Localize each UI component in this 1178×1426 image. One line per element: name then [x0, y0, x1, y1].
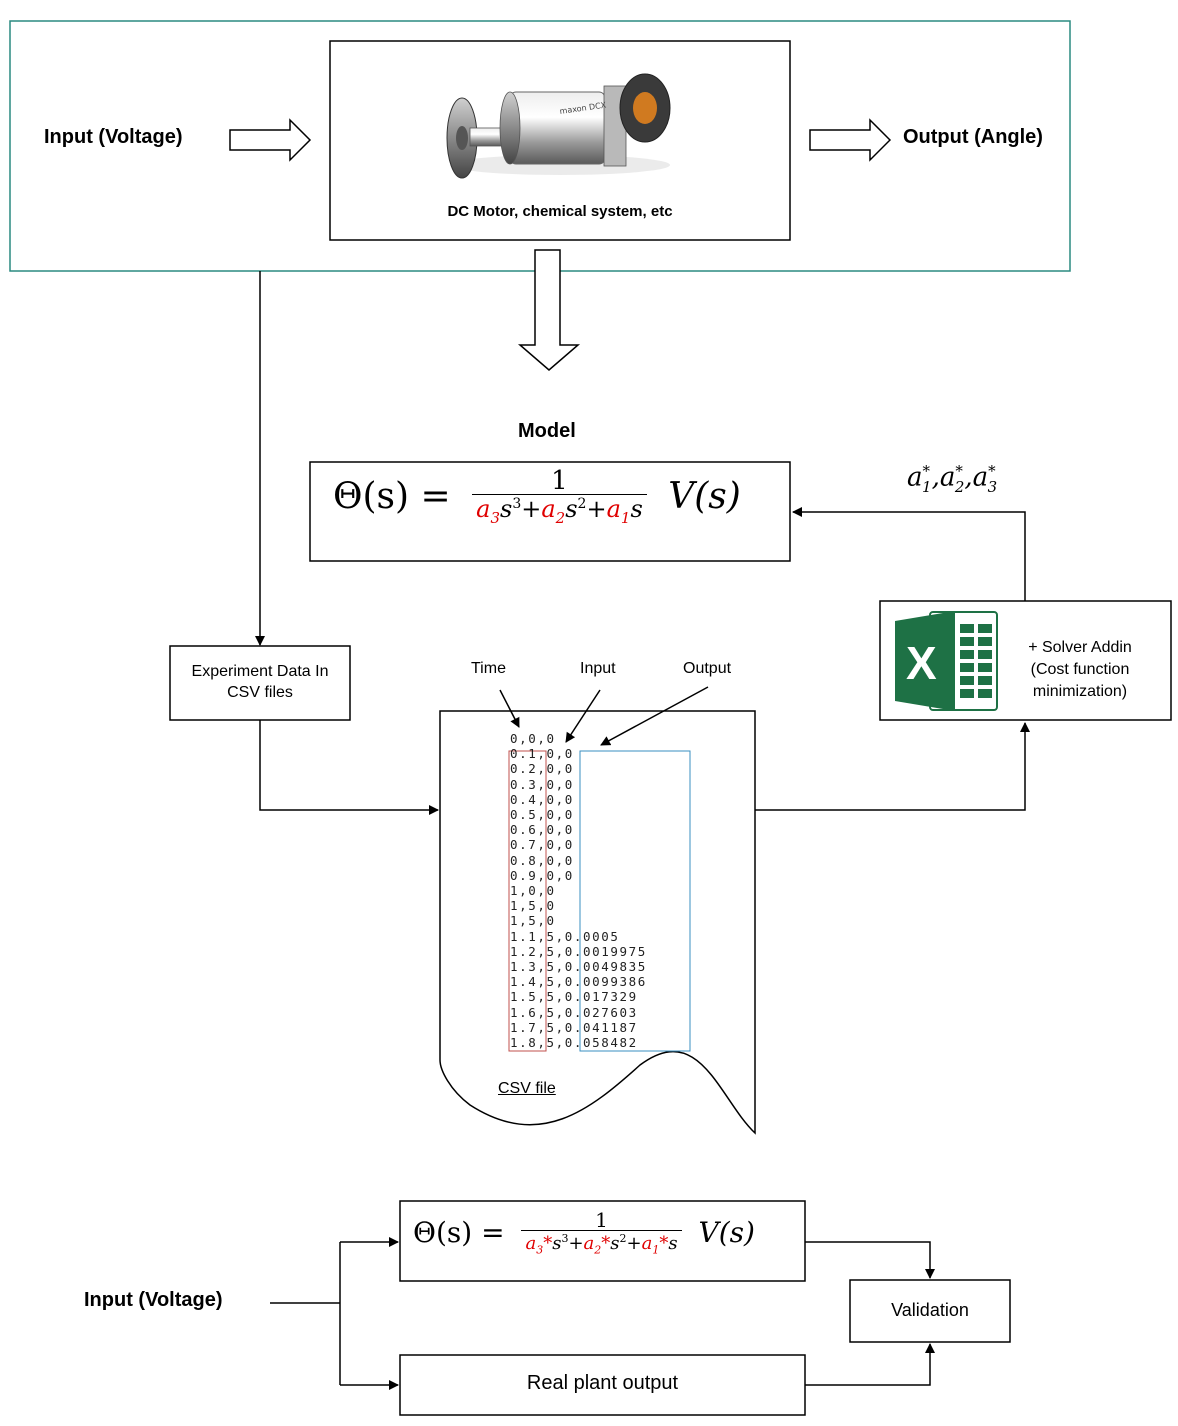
model-box — [309, 461, 791, 562]
down-hollow-arrow — [517, 249, 581, 371]
output-pointer-arrow — [600, 686, 709, 746]
csv-row: 1.2,5,0.0019975 — [510, 943, 647, 959]
csv-row: 0.3,0,0 — [510, 776, 574, 792]
input-pointer-arrow — [565, 689, 601, 743]
validation-equation: Θ(s) = 1 a3*s3+a2*s2+a1*s V(s) — [413, 1208, 755, 1257]
equation-rhs: V(s) — [668, 475, 741, 517]
validation-label: Validation — [891, 1300, 969, 1320]
csv-row: 0.7,0,0 — [510, 837, 574, 853]
csv-row: 1.1,5,0.0005 — [510, 928, 620, 944]
csv-time-label: Time — [471, 660, 506, 677]
csv-row: 1.4,5,0.0099386 — [510, 974, 647, 990]
csv-row: 1,5,0 — [510, 913, 556, 929]
csv-input-label: Input — [580, 660, 616, 677]
validation-box — [849, 1279, 1011, 1343]
experiment-box-text: Experiment Data In CSV files — [191, 663, 329, 701]
experiment-box — [169, 645, 351, 721]
excel-icon-letter: X — [906, 637, 937, 689]
dc-motor-photo: maxon DCX — [446, 73, 671, 179]
input-voltage-label: Input (Voltage) — [44, 126, 183, 148]
csv-row: 1.8,5,0.058482 — [510, 1035, 638, 1050]
plant-box — [329, 40, 791, 241]
output-hollow-arrow — [809, 118, 892, 162]
csv-output-label: Output — [683, 660, 732, 677]
output-column-box — [579, 750, 691, 1052]
plant-to-validation-line — [805, 1343, 935, 1386]
excel-icon — [895, 611, 998, 711]
csv-row: 0.2,0,0 — [510, 761, 574, 777]
output-angle-label: Output (Angle) — [903, 126, 1043, 148]
csv-row: 0.8,0,0 — [510, 852, 574, 868]
csv-row: 0.1,0,0 — [510, 746, 574, 762]
csv-row: 0.6,0,0 — [510, 822, 574, 838]
equation-lhs: Θ(s) = — [333, 475, 451, 517]
csv-row: 1.6,5,0.027603 — [510, 1004, 638, 1020]
time-column-box — [508, 750, 547, 1052]
time-pointer-arrow — [499, 689, 520, 728]
input-hollow-arrow — [229, 118, 312, 162]
csv-row: 1.7,5,0.041187 — [510, 1019, 638, 1035]
plant-caption: DC Motor, chemical system, etc — [447, 203, 673, 220]
csv-row: 0.5,0,0 — [510, 807, 574, 822]
csv-row: 1,0,0 — [510, 883, 556, 898]
csv-row: 1.3,5,0.0049835 — [510, 959, 647, 974]
model-title: Model — [518, 420, 576, 442]
csv-row: 0,0,0 — [510, 731, 556, 746]
solver-box-text: + Solver Addin (Cost function minimizati… — [1028, 639, 1132, 700]
experiment-to-csv-line — [259, 720, 439, 815]
params-label: a*1,a*2,a*3 — [907, 462, 998, 496]
csv-row: 1,5,0 — [510, 898, 556, 914]
csv-to-solver-line — [755, 722, 1030, 811]
bottom-input-label: Input (Voltage) — [84, 1289, 223, 1311]
csv-row: 1.5,5,0.017329 — [510, 989, 638, 1005]
csv-file-caption: CSV file — [498, 1080, 556, 1097]
solver-to-model-line — [792, 507, 1026, 601]
model-equation: Θ(s) = 1 a3s3+a2s2+a1s V(s) — [333, 466, 741, 527]
model-to-validation-line — [805, 1241, 935, 1279]
real-plant-box — [399, 1354, 806, 1416]
csv-row: 0.4,0,0 — [510, 791, 574, 807]
equation-numerator: 1 — [551, 466, 568, 496]
csv-row: 0.9,0,0 — [510, 867, 574, 883]
validation-model-box — [399, 1200, 806, 1282]
real-plant-label: Real plant output — [526, 1372, 679, 1394]
csv-document — [439, 710, 756, 1135]
